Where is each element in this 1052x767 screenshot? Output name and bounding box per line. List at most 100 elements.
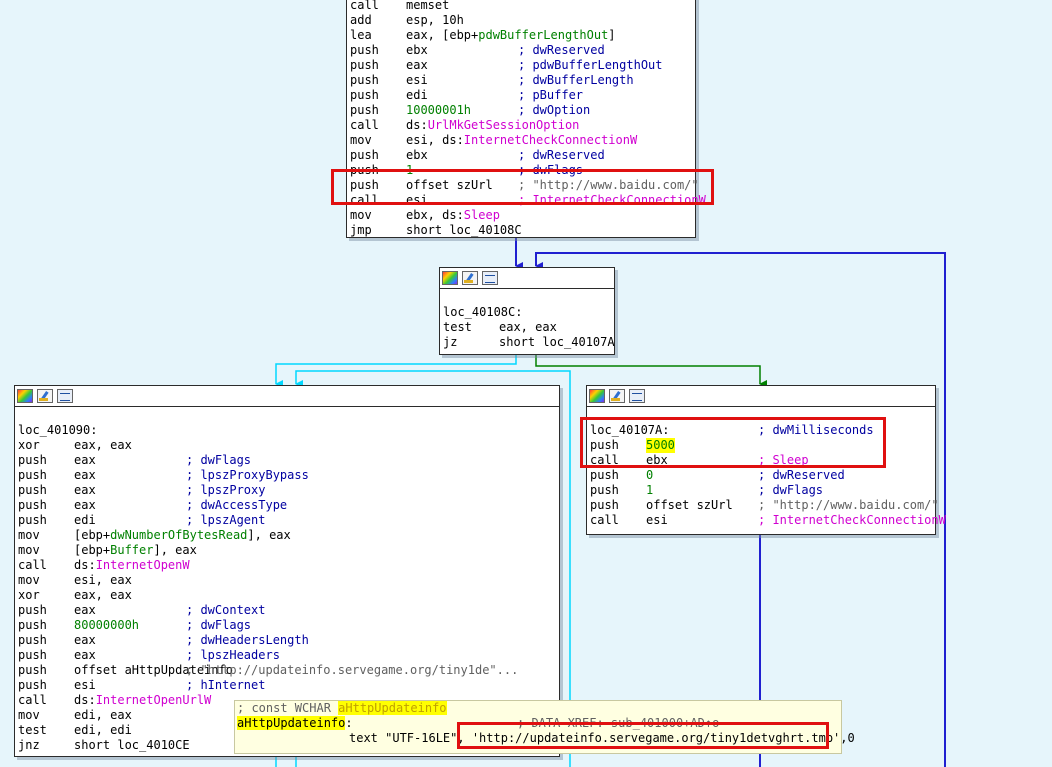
operand: 10000001h — [406, 103, 472, 117]
comment: ; lpszAgent — [186, 513, 266, 527]
graph-icon[interactable] — [589, 389, 605, 403]
mnemonic: jnz — [18, 738, 40, 752]
edit-icon[interactable] — [462, 271, 478, 285]
comment: ; lpszProxy — [186, 483, 266, 497]
tooltip-line-3: text "UTF-16LE", 'http://updateinfo.serv… — [235, 731, 855, 746]
mnemonic: test — [443, 320, 472, 334]
comment: ; dwReserved — [758, 468, 845, 482]
mnemonic: push — [350, 43, 379, 57]
mnemonic: push — [350, 148, 379, 162]
operand: 1 — [646, 483, 654, 497]
mnemonic: push — [350, 58, 379, 72]
edit-icon[interactable] — [609, 389, 625, 403]
comment: ; dwOption — [518, 103, 591, 117]
xrefs-icon[interactable] — [629, 389, 645, 403]
mnemonic: lea — [350, 28, 372, 42]
edit-icon[interactable] — [37, 389, 53, 403]
mnemonic: mov — [18, 543, 40, 557]
asm-line[interactable]: mov[ebp+Buffer], eax — [18, 543, 556, 558]
comment: ; pBuffer — [518, 88, 584, 102]
block-toolbar — [15, 386, 559, 407]
mnemonic: xor — [18, 588, 40, 602]
mnemonic: add — [350, 13, 372, 27]
asm-line[interactable]: mov[ebp+dwNumberOfBytesRead], eax — [18, 528, 556, 543]
mnemonic: push — [590, 498, 619, 512]
mnemonic: push — [590, 468, 619, 482]
edge-false-branch — [275, 354, 517, 388]
xrefs-icon[interactable] — [57, 389, 73, 403]
operand: eax — [74, 648, 96, 662]
tooltip-name-highlight: aHttpUpdateinfo — [338, 701, 447, 715]
mnemonic: call — [590, 513, 619, 527]
operand: offset aHttpUpdateinfo — [74, 663, 233, 677]
operand: eax, eax — [74, 438, 132, 452]
graph-icon[interactable] — [17, 389, 33, 403]
comment: ; dwContext — [186, 603, 266, 617]
label-text: loc_40107A: — [590, 423, 670, 437]
edge-true-branch — [535, 354, 767, 388]
comment: ; "http://www.baidu.com/" — [758, 498, 939, 512]
mnemonic: mov — [350, 208, 372, 222]
operand: eax — [74, 603, 96, 617]
tooltip-string-value: 'http://updateinfo.servegame.org/tiny1de… — [471, 731, 841, 745]
mnemonic: mov — [18, 573, 40, 587]
highlight-box-url — [457, 722, 829, 749]
xrefs-icon[interactable] — [482, 271, 498, 285]
asm-line[interactable]: push eax ; dwContext — [18, 603, 556, 618]
block-label[interactable]: loc_40108C: — [443, 305, 611, 320]
operand: esi, ds:InternetCheckConnectionW — [406, 133, 638, 147]
operand: ds:InternetOpenW — [74, 558, 190, 572]
mnemonic: push — [18, 603, 47, 617]
asm-line[interactable]: call ds:InternetOpenW — [18, 558, 556, 573]
block-label[interactable]: loc_401090: — [18, 423, 556, 438]
block-label[interactable]: loc_40107A: ; dwMilliseconds — [590, 423, 932, 438]
mnemonic: call — [18, 558, 47, 572]
label-comment: ; dwMilliseconds — [758, 423, 874, 437]
graph-icon[interactable] — [442, 271, 458, 285]
operand: edi — [74, 513, 96, 527]
